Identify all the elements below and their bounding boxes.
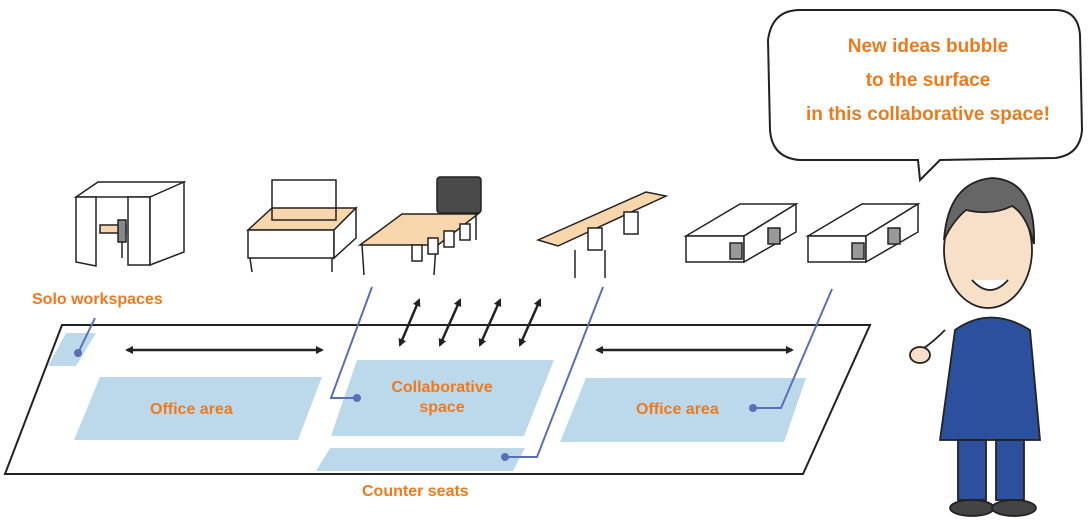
label-office-area-right: Office area [636, 401, 719, 418]
bubble-line-2: to the surface [865, 70, 991, 91]
meeting-table-illustration [246, 179, 358, 273]
office-area-right-zone [560, 378, 806, 442]
bubble-line-1: New ideas bubble [847, 36, 1009, 57]
office-desks-illustration-2 [805, 202, 921, 264]
label-collaborative-space: Collaborative space [372, 378, 512, 418]
label-collaborative-line1: Collaborative [391, 379, 493, 396]
label-solo-workspaces: Solo workspaces [32, 291, 163, 308]
speech-bubble [766, 9, 1084, 183]
bubble-line-3: in this collaborative space! [806, 104, 1050, 125]
counter-seats-illustration [535, 191, 669, 278]
counter-seats-zone [316, 448, 525, 471]
speech-bubble-text: New ideas bubble to the surface in this … [772, 30, 1084, 132]
office-area-left-zone [74, 377, 322, 440]
label-office-area-left: Office area [150, 401, 233, 418]
leader-lines [77, 286, 833, 458]
label-counter-seats: Counter seats [362, 483, 469, 500]
solo-booth-illustration [73, 180, 187, 267]
collaboration-table-illustration [357, 176, 482, 276]
office-desks-illustration-1 [683, 202, 799, 264]
presenter-character [909, 177, 1041, 517]
leader-dots [74, 349, 757, 461]
label-collaborative-line2: space [419, 399, 465, 416]
collaborative-space-zone [331, 360, 554, 436]
collaboration-arrows [398, 298, 542, 347]
